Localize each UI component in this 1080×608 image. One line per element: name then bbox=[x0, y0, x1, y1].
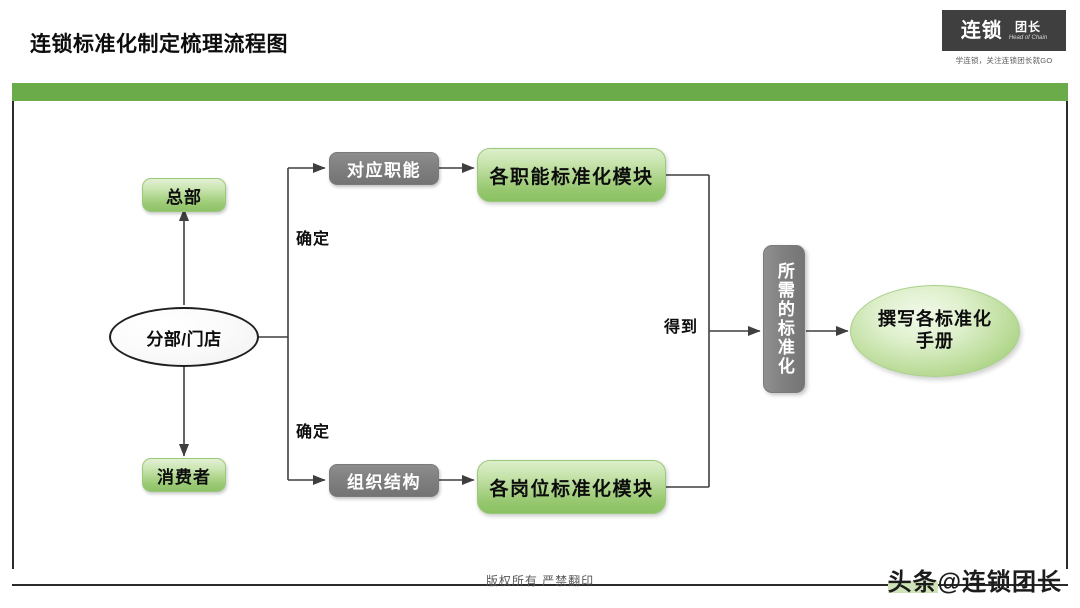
edge-label-obtain: 得到 bbox=[664, 319, 699, 336]
edge-label-confirm-bottom: 确定 bbox=[296, 424, 331, 441]
logo-sub-cn-text: 团长 bbox=[1014, 19, 1041, 34]
logo-sub-en-text: Head of Chain bbox=[1008, 34, 1048, 41]
node-function-mapping[interactable]: 对应职能 bbox=[329, 152, 439, 185]
page-title: 连锁标准化制定梳理流程图 bbox=[30, 33, 288, 56]
node-branch-store-label: 分部/门店 bbox=[146, 329, 222, 349]
slide-header: 连锁标准化制定梳理流程图 连锁 团长 Head of Chain 学连锁，关注连… bbox=[0, 0, 1080, 80]
node-required-standard[interactable]: 所需的标准化 bbox=[763, 245, 805, 393]
logo-main-text: 连锁 bbox=[960, 19, 1003, 42]
brand-logo: 连锁 团长 Head of Chain 学连锁，关注连锁团长就GO bbox=[942, 10, 1066, 66]
logo-tagline: 学连锁，关注连锁团长就GO bbox=[955, 56, 1053, 65]
node-function-module-label: 各职能标准化模块 bbox=[489, 166, 654, 188]
watermark: 头条@连锁团长 bbox=[887, 562, 1062, 597]
node-required-standard-label: 所需的标准化 bbox=[774, 262, 794, 376]
watermark-prefix: 头条 bbox=[887, 569, 938, 596]
node-function-module[interactable]: 各职能标准化模块 bbox=[477, 148, 666, 202]
node-headquarters-label: 总部 bbox=[166, 187, 202, 207]
edge-label-confirm-top: 确定 bbox=[296, 231, 331, 248]
node-write-manual[interactable]: 撰写各标准化 手册 bbox=[850, 285, 1020, 377]
content-frame-bottom-rule bbox=[12, 584, 1068, 586]
logo-sub-group: 团长 Head of Chain bbox=[1009, 21, 1047, 41]
node-consumer-label: 消费者 bbox=[157, 467, 211, 487]
node-branch-store[interactable]: 分部/门店 bbox=[109, 307, 259, 367]
header-accent-bar bbox=[12, 83, 1068, 101]
node-position-module[interactable]: 各岗位标准化模块 bbox=[477, 460, 666, 514]
node-headquarters[interactable]: 总部 bbox=[142, 178, 226, 212]
node-position-module-label: 各岗位标准化模块 bbox=[489, 478, 654, 500]
node-write-manual-line1: 撰写各标准化 bbox=[878, 309, 992, 330]
node-consumer[interactable]: 消费者 bbox=[142, 458, 226, 492]
copyright-note: 版权所有 严禁翻印 bbox=[485, 574, 595, 588]
logo-badge: 连锁 团长 Head of Chain bbox=[942, 10, 1066, 51]
node-write-manual-line2: 手册 bbox=[916, 331, 954, 351]
node-function-mapping-label: 对应职能 bbox=[347, 161, 421, 180]
watermark-handle: @连锁团长 bbox=[937, 569, 1062, 596]
node-org-structure-label: 组织结构 bbox=[347, 473, 421, 492]
node-org-structure[interactable]: 组织结构 bbox=[329, 464, 439, 497]
